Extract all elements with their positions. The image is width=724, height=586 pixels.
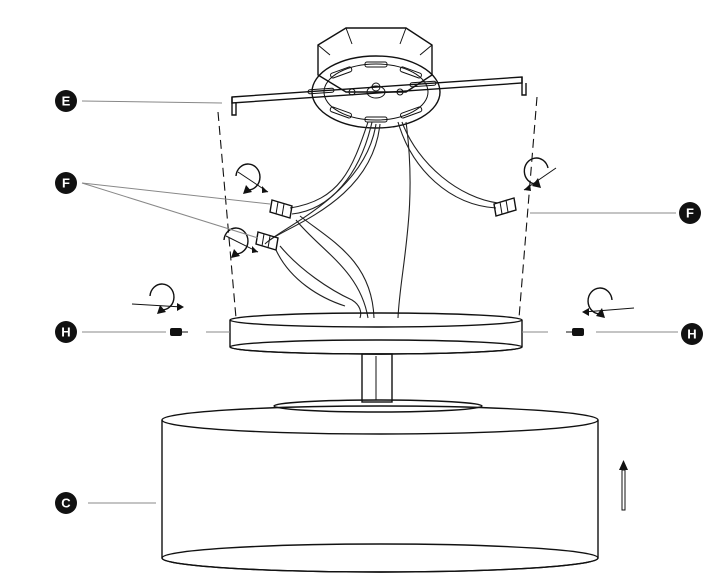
- label-c-text: C: [61, 496, 71, 511]
- stem: [361, 353, 393, 403]
- screw-icon: [170, 328, 188, 336]
- label-h-right-badge: H: [681, 323, 703, 345]
- wires: [264, 121, 499, 319]
- alignment-guides: [217, 96, 538, 319]
- rotate-clockwise-arrow-icon: [131, 283, 184, 314]
- screw-icon: [566, 328, 584, 336]
- canopy: [206, 312, 548, 355]
- wire-nut-icon: [269, 199, 293, 219]
- label-h-left-text: H: [61, 325, 70, 340]
- label-f-left-badge: F: [55, 172, 77, 194]
- drum-shade: [161, 405, 599, 573]
- wire-nut-icon: [493, 197, 517, 217]
- fixture-top-plate: [273, 399, 483, 413]
- rotate-clockwise-arrow-icon: [523, 157, 557, 191]
- label-f-left-text: F: [62, 176, 70, 191]
- label-e-text: E: [62, 94, 71, 109]
- leader-lines: [81, 100, 678, 504]
- label-f-right-text: F: [686, 206, 694, 221]
- label-h-left-badge: H: [55, 321, 77, 343]
- up-arrow-icon: [619, 460, 628, 511]
- label-e-badge: E: [55, 90, 77, 112]
- wire-nut-icon: [255, 231, 279, 251]
- mounting-bracket: [231, 76, 527, 116]
- rotate-clockwise-arrow-icon: [223, 227, 259, 258]
- label-h-right-text: H: [687, 327, 696, 342]
- label-c-badge: C: [55, 492, 77, 514]
- rotate-clockwise-arrow-icon: [582, 287, 635, 318]
- rotate-clockwise-arrow-icon: [235, 163, 269, 194]
- label-f-right-badge: F: [679, 202, 701, 224]
